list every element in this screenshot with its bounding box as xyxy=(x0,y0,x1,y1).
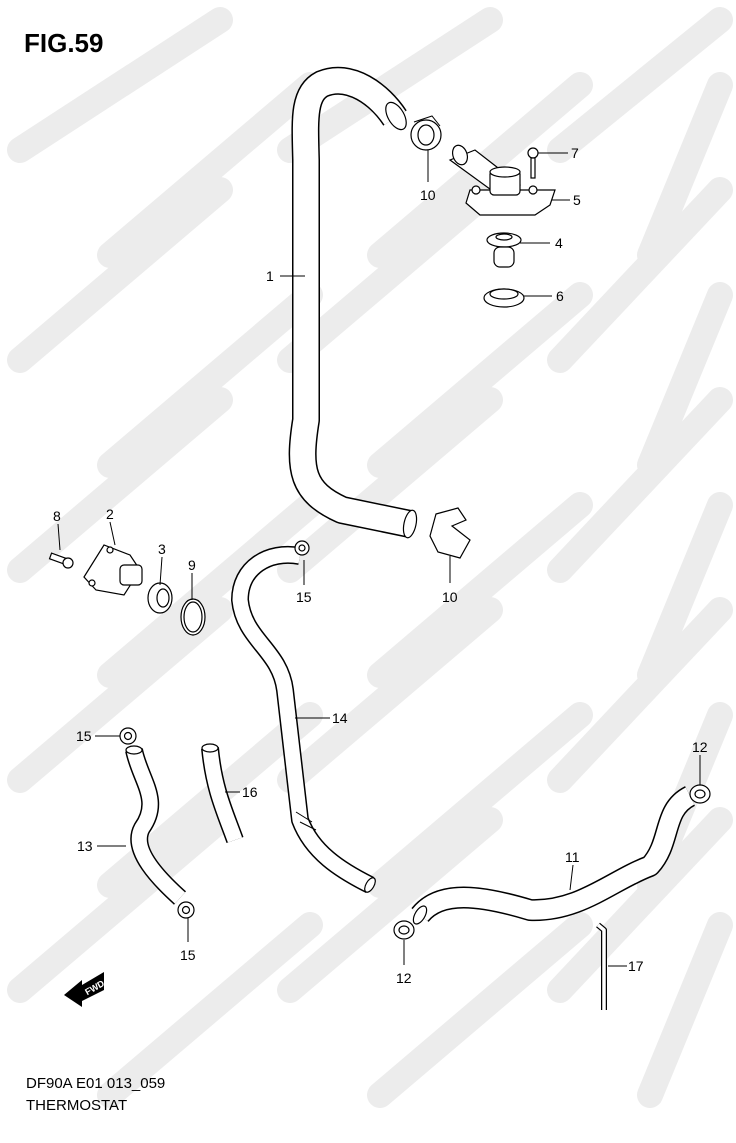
callout-15-bottom: 15 xyxy=(180,947,196,963)
hose-11[interactable] xyxy=(411,786,696,926)
watermark-band xyxy=(637,492,733,688)
callout-1: 1 xyxy=(266,268,274,284)
callout-12-right: 12 xyxy=(692,739,708,755)
clamp-12-bottom[interactable] xyxy=(393,920,415,940)
watermark-band xyxy=(367,492,593,688)
bolt-7[interactable] xyxy=(527,147,539,179)
watermark-band xyxy=(277,597,503,793)
callout-12-bottom: 12 xyxy=(396,970,412,986)
fwd-arrow-icon: FWD xyxy=(64,972,106,1007)
callout-15-left: 15 xyxy=(76,728,92,744)
clamp-10-top[interactable] xyxy=(410,115,442,151)
clamp-12-right[interactable] xyxy=(689,784,711,804)
callout-3: 3 xyxy=(158,541,166,557)
clamp-10-bottom[interactable] xyxy=(429,507,471,559)
watermark-band xyxy=(367,282,593,478)
hose-1[interactable] xyxy=(288,66,419,539)
bolt-8[interactable] xyxy=(48,552,74,569)
o-ring-9[interactable] xyxy=(180,598,206,636)
callout-10-top: 10 xyxy=(420,187,436,203)
watermark-band xyxy=(97,72,323,268)
watermark-band xyxy=(547,597,733,793)
clamp-15-top[interactable] xyxy=(294,540,310,556)
watermark-band xyxy=(97,492,323,688)
watermark-band xyxy=(7,7,233,163)
watermark-band xyxy=(7,387,233,583)
leader-lines xyxy=(57,150,701,967)
seal-6[interactable] xyxy=(483,288,525,308)
watermark-band xyxy=(7,597,233,793)
callout-13: 13 xyxy=(77,838,93,854)
callout-8: 8 xyxy=(53,508,61,524)
callout-9: 9 xyxy=(188,557,196,573)
callout-10-bottom: 10 xyxy=(442,589,458,605)
callout-2: 2 xyxy=(106,506,114,522)
watermark-band xyxy=(547,807,733,1003)
watermark-band xyxy=(277,807,503,1003)
thermostat-cover-5[interactable] xyxy=(448,143,556,216)
figure-name: THERMOSTAT xyxy=(26,1097,128,1114)
hose-16[interactable] xyxy=(201,743,244,844)
watermark-band xyxy=(7,807,233,1003)
callout-15-top: 15 xyxy=(296,589,312,605)
callout-5: 5 xyxy=(573,192,581,208)
clamp-15-left[interactable] xyxy=(119,727,137,745)
watermark-band xyxy=(277,7,503,163)
watermark-band xyxy=(97,912,323,1108)
thermostat-3[interactable] xyxy=(147,582,173,614)
watermark-band xyxy=(547,177,733,373)
watermark-layer xyxy=(7,7,733,1108)
figure-title: FIG.59 xyxy=(24,28,104,58)
watermark-band xyxy=(547,7,733,163)
callout-7: 7 xyxy=(571,145,579,161)
housing-2[interactable] xyxy=(83,544,143,596)
callout-4: 4 xyxy=(555,235,563,251)
watermark-band xyxy=(7,177,233,373)
watermark-band xyxy=(637,72,733,268)
watermark-band xyxy=(367,702,593,898)
watermark-band xyxy=(97,282,323,478)
callout-6: 6 xyxy=(556,288,564,304)
hose-14[interactable] xyxy=(231,545,377,894)
hose-13[interactable] xyxy=(125,745,187,905)
clamp-15-bottom[interactable] xyxy=(177,901,195,919)
watermark-band xyxy=(637,282,733,478)
callout-11: 11 xyxy=(565,849,580,865)
watermark-band xyxy=(277,177,503,373)
callout-17: 17 xyxy=(628,958,644,974)
watermark-band xyxy=(367,912,593,1108)
watermark-band xyxy=(637,912,733,1108)
watermark-band xyxy=(547,387,733,583)
callout-14: 14 xyxy=(332,710,348,726)
watermark-band xyxy=(277,387,503,583)
figure-code: DF90A E01 013_059 xyxy=(26,1075,166,1092)
cable-tie-17[interactable] xyxy=(596,922,607,1010)
thermostat-4[interactable] xyxy=(486,232,522,268)
callout-16: 16 xyxy=(242,784,258,800)
